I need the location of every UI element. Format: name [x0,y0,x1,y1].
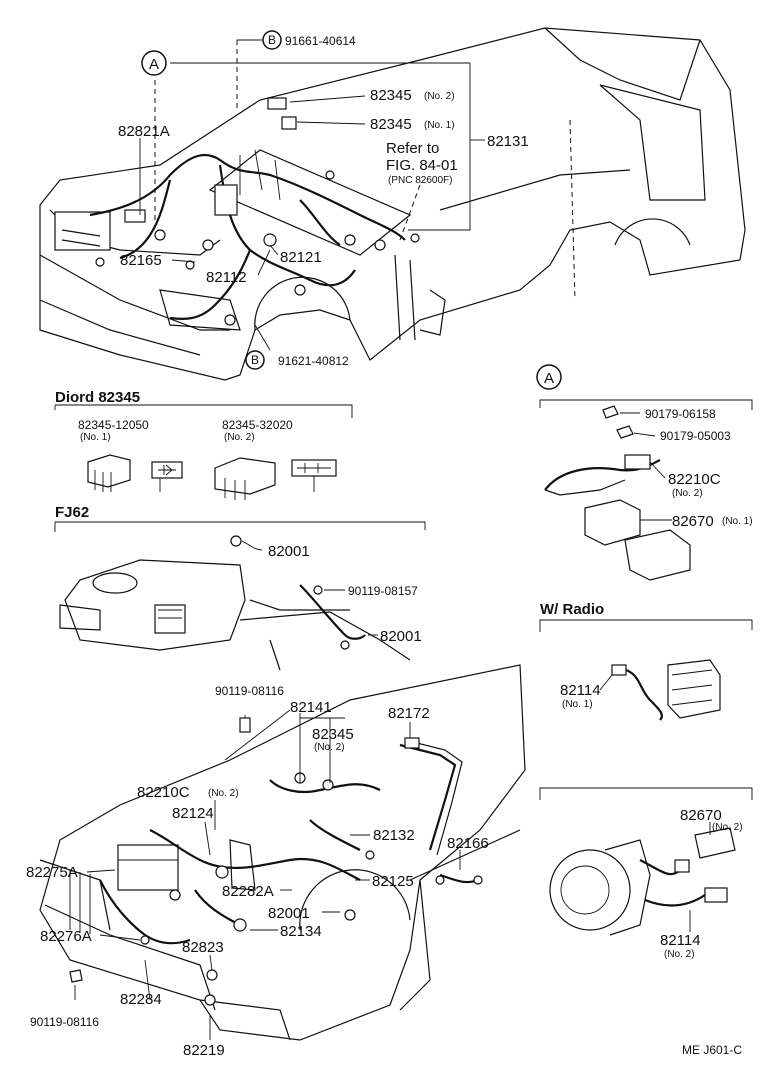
part-82131: 82131 [487,133,529,150]
part-90119-08157: 90119-08157 [348,584,418,598]
part-82114-no1-sub: (No. 1) [562,699,593,710]
part-82165: 82165 [120,252,162,269]
diode-no2-connector-icon [214,457,276,500]
part-82124: 82124 [172,805,214,822]
part-82134: 82134 [280,923,322,940]
callout-b-top: B [262,30,282,50]
bottom-right-inset: 82670 (No. 2) 82114 (No. 2) [539,787,753,960]
part-82166: 82166 [447,835,489,852]
part-82210c-bottom-sub: (No. 2) [208,788,239,799]
part-82670-no1: 82670 [672,513,714,530]
part-82670-no2-sub: (No. 2) [712,822,743,833]
part-82219: 82219 [183,1042,225,1059]
part-91621-40812: 91621-40812 [278,354,349,368]
part-82210c: 82210C [668,471,721,488]
diode-no1-connector-icon [87,454,131,492]
part-82284: 82284 [120,991,162,1008]
diode-no1-symbol-icon [151,461,183,492]
diode-no2-sub: (No. 2) [224,432,255,443]
top-vehicle-body [39,27,746,381]
part-82345-no2: 82345 [370,87,412,104]
pnc-ref-text: (PNC 82600F) [388,175,452,186]
part-82823: 82823 [182,939,224,956]
part-82001-b: 82001 [380,628,422,645]
part-82345-no1-sub: (No. 1) [424,120,455,131]
part-82345-no1: 82345 [370,116,412,133]
fj62-section-title: FJ62 [55,504,89,521]
part-82670-no1-sub: (No. 1) [722,516,753,527]
diode-no2-part: 82345-32020 [222,418,293,432]
part-82114-no2-sub: (No. 2) [664,949,695,960]
part-82112: 82112 [206,269,247,286]
inset-a-letter: A [544,370,554,387]
callout-b-bottom: B [245,350,265,370]
part-82114-no2: 82114 [660,932,701,949]
diode-section: Diord 82345 82345-12050 (No. 1) 82345-32… [54,389,353,500]
inset-a-section: A 90179-06158 90179-05003 82210C (No. 2)… [536,364,753,581]
part-82114-no1: 82114 [560,682,601,699]
part-82345-no2-sub: (No. 2) [424,91,455,102]
footer-code: ME J601-C [682,1043,742,1057]
part-82275a: 82275A [26,864,78,881]
fig-ref-text: FIG. 84-01 [386,157,458,174]
callout-b-letter-2: B [251,353,259,367]
part-82141: 82141 [290,699,332,716]
diode-section-title: Diord 82345 [55,389,140,406]
part-82210c-sub: (No. 2) [672,488,703,499]
part-82001-bottom: 82001 [268,905,310,922]
part-82276a: 82276A [40,928,92,945]
callout-a-letter: A [149,56,159,73]
part-82345: 82345 [312,726,354,743]
part-90119-08116-bottom: 90119-08116 [30,1015,99,1029]
part-82121: 82121 [280,249,322,266]
part-82210c-bottom: 82210C [137,784,190,801]
part-90179-05003: 90179-05003 [660,429,731,443]
bottom-leader-lines [69,709,461,1040]
part-82132: 82132 [373,827,415,844]
part-82001-a: 82001 [268,543,310,560]
radio-section-title: W/ Radio [540,601,604,618]
fj62-section: FJ62 82001 82001 90119-08157 [54,504,426,671]
part-82172: 82172 [388,705,430,722]
callout-b-letter: B [268,33,276,47]
part-82282a: 82282A [222,883,274,900]
part-82125: 82125 [372,873,414,890]
diode-no2-symbol-icon [291,459,337,492]
radio-section: W/ Radio 82114 (No. 1) [539,601,753,721]
refer-to-text: Refer to [386,140,439,157]
part-90119-08116-top: 90119-08116 [215,684,284,698]
callout-a-top: A [141,50,167,76]
top-leader-lines [139,39,485,351]
bottom-vehicle-body [39,664,526,1041]
part-82670-no2: 82670 [680,807,722,824]
diode-no1-part: 82345-12050 [78,418,149,432]
diode-no1-sub: (No. 1) [80,432,111,443]
part-91661-40614: 91661-40614 [285,34,356,48]
part-82821a: 82821A [118,123,170,140]
part-82345-sub: (No. 2) [314,742,345,753]
top-harness [89,97,420,326]
bottom-harness [99,737,483,1006]
part-90179-06158: 90179-06158 [645,407,716,421]
